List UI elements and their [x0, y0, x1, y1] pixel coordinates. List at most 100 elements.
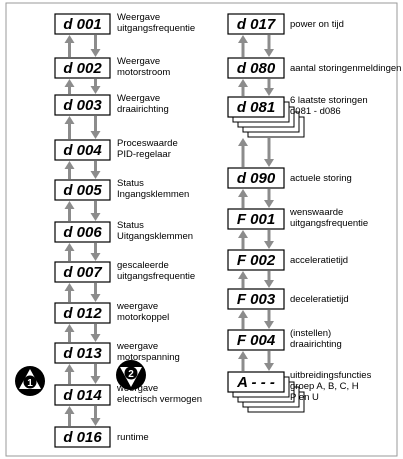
arrow-down-icon	[264, 200, 274, 208]
code-box-frame	[227, 208, 285, 230]
parameter-description: actuele storing	[290, 173, 352, 184]
arrow-up-icon	[238, 138, 248, 146]
parameter-description: uitgangsfrequentie	[117, 271, 195, 282]
code-box-f-004	[227, 329, 285, 351]
arrow-down-icon	[90, 213, 101, 221]
parameter-description: uitgangsfrequentie	[290, 218, 368, 229]
navigation-arrows	[64, 364, 101, 384]
parameter-description: Status	[117, 220, 144, 231]
arrow-up-icon	[238, 79, 248, 87]
code-box-f-003	[227, 288, 285, 310]
code-box-frame	[54, 13, 111, 35]
code-label: d 080	[237, 60, 276, 77]
arrow-down-icon	[264, 88, 274, 96]
nav-key-number-dot	[124, 366, 138, 380]
parameter-description: d081 - d086	[290, 106, 341, 117]
navigation-arrows	[238, 189, 274, 208]
navigation-arrows	[238, 351, 274, 371]
arrow-up-icon	[238, 310, 248, 318]
parameter-description: Weergave	[117, 93, 160, 104]
code-box-d-006	[54, 221, 111, 243]
code-box-d-081	[227, 96, 305, 138]
code-box-a	[227, 371, 305, 413]
arrow-down-icon	[90, 131, 101, 139]
arrow-up-icon	[238, 271, 248, 279]
code-box-d-016	[54, 426, 111, 448]
navigation-arrows	[64, 79, 101, 94]
code-box-frame	[54, 179, 111, 201]
code-box-frame	[54, 261, 111, 283]
parameter-description: weergave	[116, 341, 158, 352]
code-box-frame	[54, 342, 111, 364]
parameter-description: Weergave	[117, 12, 160, 23]
parameter-description: motorkoppel	[117, 312, 169, 323]
parameter-description: deceleratietijd	[290, 294, 349, 305]
navigation-arrows	[64, 243, 101, 261]
code-box-d-080	[227, 57, 285, 79]
code-label: A - - -	[236, 374, 275, 391]
parameter-description: Uitgangsklemmen	[117, 231, 193, 242]
arrow-up-icon	[64, 364, 75, 372]
arrow-up-icon	[64, 406, 75, 414]
arrow-up-icon	[64, 243, 75, 251]
navigation-arrows	[64, 283, 101, 302]
code-label: d 014	[63, 387, 102, 404]
arrow-down-icon	[90, 171, 101, 179]
code-label: F 002	[237, 252, 276, 269]
code-label: d 017	[237, 16, 276, 33]
code-box-d-007	[54, 261, 111, 283]
arrow-up-icon	[64, 161, 75, 169]
nav-key-2: 2	[116, 360, 146, 390]
parameter-description: power on tijd	[290, 19, 344, 30]
arrow-down-icon	[264, 280, 274, 288]
code-label: d 006	[63, 224, 102, 241]
arrow-up-icon	[64, 283, 75, 291]
code-box-d-002	[54, 57, 111, 79]
code-box-frame	[227, 371, 285, 393]
code-box-d-004	[54, 139, 111, 161]
navigation-arrows	[238, 79, 274, 96]
nav-key-number: 1	[27, 378, 33, 389]
code-label: d 012	[63, 305, 102, 322]
navigation-arrows	[238, 138, 274, 167]
parameter-description: uitbreidingsfuncties	[290, 370, 372, 381]
code-box-frame	[227, 167, 285, 189]
arrow-up-icon	[64, 35, 75, 43]
code-box-frame	[54, 221, 111, 243]
code-box-frame	[227, 329, 285, 351]
code-label: d 002	[63, 60, 102, 77]
code-label: d 005	[63, 182, 102, 199]
arrow-down-icon	[264, 241, 274, 249]
parameter-description: draairichting	[290, 339, 342, 350]
arrow-up-icon	[238, 189, 248, 197]
arrow-down-icon	[90, 376, 101, 384]
navigation-arrows	[64, 116, 101, 139]
code-label: d 013	[63, 345, 102, 362]
code-label: F 004	[237, 332, 276, 349]
arrow-up-icon	[238, 351, 248, 359]
code-label: d 003	[63, 97, 102, 114]
navigation-arrows	[64, 406, 101, 426]
arrow-up-icon	[238, 35, 248, 43]
parameter-description: 6 laatste storingen	[290, 95, 368, 106]
code-box-frame	[54, 384, 111, 406]
arrow-up-icon	[64, 201, 75, 209]
arrow-down-icon	[264, 49, 274, 57]
navigation-arrows	[64, 161, 101, 179]
arrow-up-icon	[64, 116, 75, 124]
parameter-description: uitgangsfrequentie	[117, 23, 195, 34]
navigation-arrows	[238, 35, 274, 57]
code-box-frame	[54, 426, 111, 448]
parameter-description: PID-regelaar	[117, 149, 171, 160]
parameter-description: runtime	[117, 432, 149, 443]
code-label: d 081	[237, 99, 275, 116]
nav-key-number: 2	[128, 369, 134, 380]
parameter-description: electrisch vermogen	[117, 394, 202, 405]
code-box-d-005	[54, 179, 111, 201]
navigation-arrows	[238, 271, 274, 288]
code-box-frame	[227, 288, 285, 310]
parameter-description: wenswaarde	[289, 207, 343, 218]
code-box-f-002	[227, 249, 285, 271]
code-box-frame	[227, 13, 285, 35]
